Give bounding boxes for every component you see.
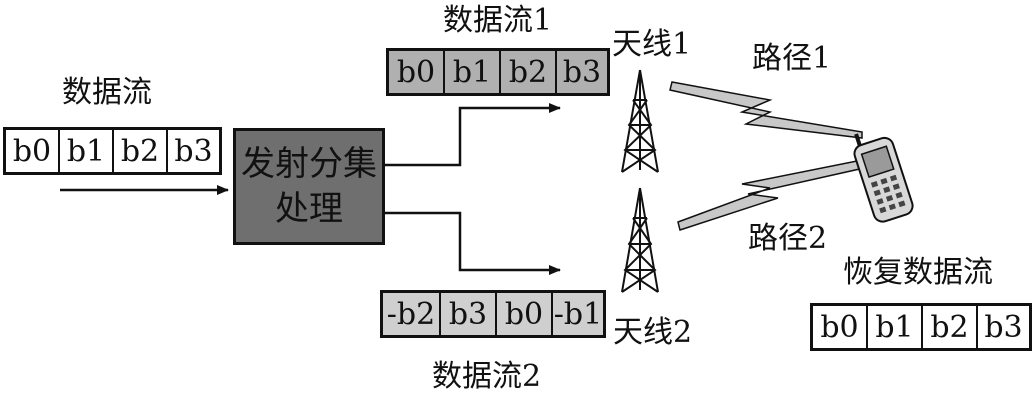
output-cell: b3 (984, 309, 1023, 345)
processor-label-line1: 发射分集 (241, 144, 377, 185)
input-cell: b2 (114, 130, 168, 172)
antenna-tower-icon (621, 187, 659, 293)
upper-branch-arrow (385, 103, 561, 167)
stream2-row: -b2 b3 b0 -b1 (380, 290, 606, 338)
lower-branch-arrow (385, 211, 561, 275)
lightning-path-icon (677, 159, 865, 231)
output-cell: b1 (868, 306, 923, 348)
mobile-phone-icon (853, 133, 914, 223)
output-cell: b2 (923, 306, 978, 348)
input-stream-row: b0 b1 b2 b3 (3, 127, 222, 175)
antenna1-label: 天线1 (612, 27, 692, 62)
stream2-cell: b3 (441, 293, 497, 335)
output-stream-title: 恢复数据流 (843, 255, 993, 290)
input-cell: b3 (174, 133, 213, 169)
stream2-cell: b0 (497, 293, 553, 335)
stream1-cell: b0 (389, 51, 445, 93)
input-cell: b0 (6, 130, 60, 172)
stream2-cell: -b2 (383, 293, 441, 335)
stream1-cell: b2 (501, 51, 557, 93)
antenna-tower-icon (621, 69, 659, 173)
input-cell: b1 (60, 130, 114, 172)
stream1-cell: b3 (557, 51, 607, 93)
input-stream-title: 数据流 (62, 75, 152, 110)
stream1-title: 数据流1 (443, 3, 553, 38)
stream1-cell: b1 (445, 51, 501, 93)
antenna2-label: 天线2 (613, 315, 693, 350)
processor-label-line2: 处理 (275, 188, 343, 229)
path2-label: 路径2 (748, 221, 828, 256)
stream1-row: b0 b1 b2 b3 (386, 48, 610, 96)
output-stream-row: b0 b1 b2 b3 (810, 303, 1032, 351)
stream2-cell: -b1 (553, 293, 603, 335)
path1-label: 路径1 (752, 41, 832, 76)
output-cell: b0 (813, 306, 868, 348)
stream2-title: 数据流2 (432, 359, 542, 394)
transmit-diversity-processor: 发射分集 处理 (233, 128, 385, 245)
lightning-path-icon (669, 81, 863, 139)
